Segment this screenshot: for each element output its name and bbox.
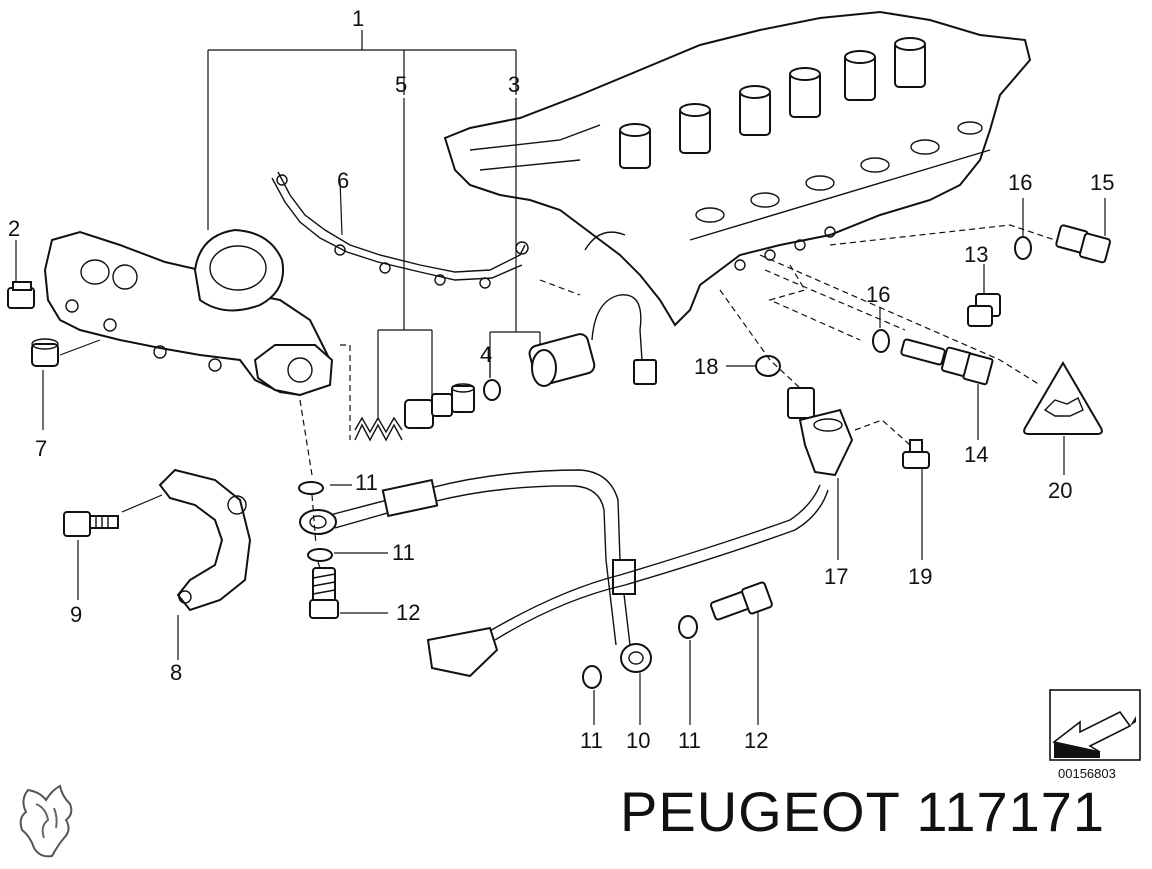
part-label-9: 9 <box>70 602 82 627</box>
part-labels: 1 2 3 4 5 6 7 8 9 10 11 11 11 11 12 12 1… <box>8 6 1114 753</box>
diagram-number: 00156803 <box>1058 766 1116 781</box>
oil-pressure-sensor <box>787 387 854 477</box>
fitting <box>31 338 59 367</box>
part-label-14: 14 <box>964 442 988 467</box>
part-label-11: 11 <box>678 728 701 753</box>
washer <box>678 615 698 639</box>
brand-part-number: PEUGEOT 117171 <box>620 780 1106 843</box>
washer <box>298 481 324 495</box>
part-label-20: 20 <box>1048 478 1072 503</box>
o-ring <box>755 355 781 377</box>
gasket <box>277 171 526 273</box>
screw <box>902 439 930 469</box>
banjo-bolt <box>709 581 773 621</box>
part-label-16: 16 <box>866 282 890 307</box>
warning-triangle-icon <box>1023 361 1103 435</box>
part-label-15: 15 <box>1090 170 1114 195</box>
oil-line <box>299 469 829 678</box>
part-label-19: 19 <box>908 564 932 589</box>
peugeot-lion-logo-icon <box>19 784 73 858</box>
temperature-sensor <box>900 338 994 386</box>
part-label-16: 16 <box>1008 170 1032 195</box>
part-label-1: 1 <box>352 6 364 31</box>
part-label-6: 6 <box>337 168 349 193</box>
washer <box>1014 236 1032 260</box>
leader-lines <box>15 30 1106 725</box>
part-label-11: 11 <box>392 540 415 565</box>
screw-plug <box>967 293 1001 327</box>
part-label-7: 7 <box>35 436 47 461</box>
spring-piston <box>354 383 475 442</box>
bracket <box>158 468 252 612</box>
part-label-4: 4 <box>480 342 492 367</box>
part-label-11: 11 <box>355 470 378 495</box>
bolt <box>63 511 119 537</box>
part-label-12: 12 <box>744 728 768 753</box>
banjo-bolt <box>309 567 339 619</box>
direction-arrow-icon <box>1049 689 1141 761</box>
vanos-housing <box>43 228 334 397</box>
part-label-11: 11 <box>580 728 603 753</box>
part-label-8: 8 <box>170 660 182 685</box>
cylinder-head <box>443 10 1032 327</box>
part-label-17: 17 <box>824 564 848 589</box>
screw-plug <box>7 281 35 309</box>
part-label-5: 5 <box>395 72 407 97</box>
part-label-3: 3 <box>508 72 520 97</box>
washer <box>872 329 890 353</box>
part-label-18: 18 <box>694 354 718 379</box>
part-label-13: 13 <box>964 242 988 267</box>
part-label-2: 2 <box>8 216 20 241</box>
washer <box>582 665 602 689</box>
solenoid-valve <box>528 294 657 387</box>
part-label-10: 10 <box>626 728 650 753</box>
seal-ring <box>483 379 501 401</box>
part-label-12: 12 <box>396 600 420 625</box>
washer <box>307 548 333 562</box>
adapter-fitting <box>1055 224 1111 264</box>
